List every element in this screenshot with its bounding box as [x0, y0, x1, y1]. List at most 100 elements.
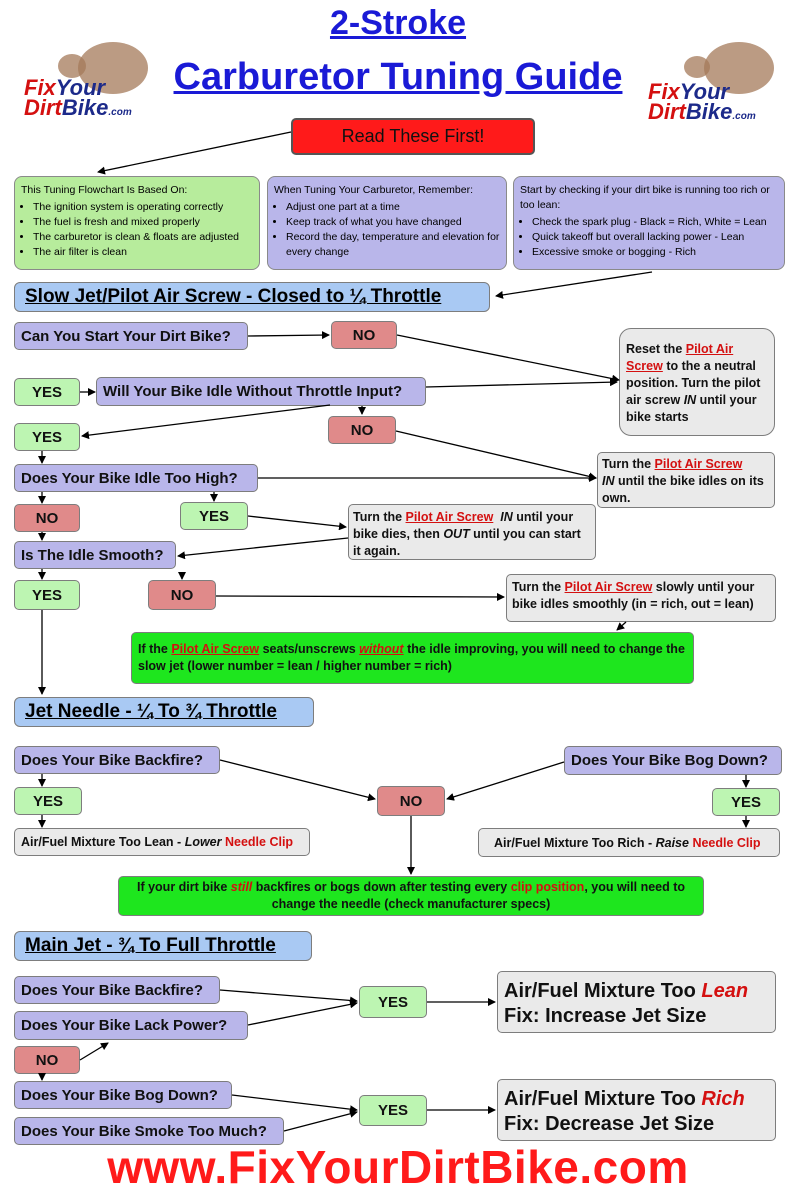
text-span: Turn the: [353, 510, 406, 524]
text-span: slowly until your bike idles smoothly (i…: [512, 580, 755, 611]
text-span: Reset the: [626, 342, 686, 356]
info-item: The carburetor is clean & floats are adj…: [33, 230, 253, 245]
text-span: Air/Fuel Mixture Too Lean -: [21, 835, 182, 849]
logo-text: .com: [108, 107, 132, 118]
text-span: Needle Clip: [224, 835, 294, 849]
text-span: , you will need to change the needle (ch…: [271, 880, 686, 911]
term-pilot-air-screw: Pilot Air Screw: [171, 642, 260, 656]
text-span: until your bike starts: [626, 393, 757, 424]
answer-yes: YES: [14, 580, 80, 610]
question-main-backfire: Does Your Bike Backfire?: [14, 976, 220, 1004]
section-main-jet: Main Jet - ¾ To Full Throttle: [14, 931, 312, 961]
logo-splat-icon: [684, 56, 710, 78]
text-span: OUT: [443, 527, 470, 541]
text-span: to the a neutral position. Turn the pilo…: [626, 359, 761, 407]
question-needle-bog: Does Your Bike Bog Down?: [564, 746, 782, 775]
text-span: IN: [602, 474, 615, 488]
note-change-slow-jet: If the Pilot Air Screw seats/unscrews wi…: [131, 632, 694, 684]
read-first-banner: Read These First!: [291, 118, 535, 155]
answer-main-rich: Air/Fuel Mixture Too Rich Fix: Decrease …: [497, 1079, 776, 1141]
answer-no: NO: [328, 416, 396, 444]
text-span: Air/Fuel Mixture Too: [504, 980, 702, 1002]
arrow: [247, 331, 330, 340]
answer-no: NO: [14, 1046, 80, 1074]
answer-no: NO: [377, 786, 445, 816]
answer-yes: YES: [359, 986, 427, 1018]
arrow: [97, 131, 292, 175]
question-main-power: Does Your Bike Lack Power?: [14, 1011, 248, 1040]
footer-url[interactable]: www.FixYourDirtBike.com: [107, 1141, 689, 1193]
answer-turn-screw-in-out: Turn the Pilot Air Screw IN until your b…: [348, 504, 596, 560]
text-span: If your dirt bike: [136, 880, 231, 894]
logo-text: Bike: [61, 95, 109, 120]
info-item: The ignition system is operating correct…: [33, 200, 253, 215]
text-span: If the: [138, 642, 172, 656]
info-heading: When Tuning Your Carburetor, Remember:: [274, 184, 474, 196]
text-span: until the bike idles on its own.: [602, 474, 764, 505]
term-pilot-air-screw: Pilot Air Screw: [654, 457, 743, 471]
term-pilot-air-screw: Pilot Air Screw: [564, 580, 653, 594]
section-jet-needle: Jet Needle - ¼ To ¾ Throttle: [14, 697, 314, 727]
logo-text: Dirt: [24, 95, 62, 120]
logo-text: Bike: [685, 99, 733, 124]
answer-yes: YES: [712, 788, 780, 816]
arrow: [616, 621, 627, 631]
arrow: [395, 430, 597, 481]
logo-splat-icon: [78, 42, 148, 94]
logo-text: Fix: [648, 79, 680, 104]
logo-left: FixYour DirtBike.com: [18, 42, 168, 122]
logo-text: .com: [732, 111, 756, 122]
logo-text: Your: [55, 75, 106, 100]
question-main-smoke: Does Your Bike Smoke Too Much?: [14, 1117, 284, 1145]
answer-no: NO: [14, 504, 80, 532]
arrow: [425, 378, 618, 388]
arrow: [446, 761, 565, 801]
logo-text: Fix: [24, 75, 56, 100]
arrow: [231, 1094, 358, 1114]
info-item: Record the day, temperature and elevatio…: [286, 230, 500, 260]
info-checking: Start by checking if your dirt bike is r…: [513, 176, 785, 270]
text-span: Lean: [701, 980, 749, 1002]
title-line-1: 2-Stroke: [329, 4, 467, 42]
question-can-start: Can You Start Your Dirt Bike?: [14, 322, 248, 350]
text-span: without: [359, 642, 404, 656]
term-pilot-air-screw: Pilot Air Screw: [405, 510, 494, 524]
question-idle-too-high: Does Your Bike Idle Too High?: [14, 464, 258, 492]
text-span: until you can start it again.: [353, 527, 581, 558]
arrow: [283, 1109, 358, 1132]
text-span: Turn the: [602, 457, 655, 471]
text-span: Air/Fuel Mixture Too: [504, 1088, 702, 1110]
arrow: [215, 592, 505, 601]
text-span: until your bike dies, then: [353, 510, 574, 541]
info-remember: When Tuning Your Carburetor, Remember: A…: [267, 176, 507, 270]
question-needle-backfire: Does Your Bike Backfire?: [14, 746, 220, 774]
info-item: The fuel is fresh and mixed properly: [33, 215, 253, 230]
question-idle-without-throttle: Will Your Bike Idle Without Throttle Inp…: [96, 377, 426, 406]
term-pilot-air-screw: Screw: [626, 359, 663, 373]
logo-right: FixYour DirtBike.com: [640, 42, 790, 124]
section-slow-jet: Slow Jet/Pilot Air Screw - Closed to ¼ T…: [14, 282, 490, 312]
answer-yes: YES: [359, 1095, 427, 1126]
text-span: clip position: [510, 880, 585, 894]
logo-splat-icon: [704, 42, 774, 94]
text-span: IN: [683, 393, 697, 407]
info-item: The air filter is clean: [33, 245, 253, 260]
arrow: [219, 759, 376, 802]
text-span: Fix: Decrease Jet Size: [504, 1113, 715, 1135]
info-heading: This Tuning Flowchart Is Based On:: [21, 184, 188, 196]
answer-no: NO: [148, 580, 216, 610]
text-span: backfires or bogs down after testing eve…: [252, 880, 511, 894]
answer-yes: YES: [180, 502, 248, 530]
answer-main-lean: Air/Fuel Mixture Too Lean Fix: Increase …: [497, 971, 776, 1033]
text-span: seats/unscrews: [259, 642, 360, 656]
question-idle-smooth: Is The Idle Smooth?: [14, 541, 176, 569]
arrow: [219, 989, 358, 1005]
text-span: Air/Fuel Mixture Too Rich -: [494, 835, 653, 850]
info-item: Check the spark plug - Black = Rich, Whi…: [532, 215, 778, 230]
answer-turn-screw-slowly: Turn the Pilot Air Screw slowly until yo…: [506, 574, 776, 622]
answer-needle-lean: Air/Fuel Mixture Too Lean - Lower Needle…: [14, 828, 310, 856]
arrow: [79, 1042, 109, 1061]
